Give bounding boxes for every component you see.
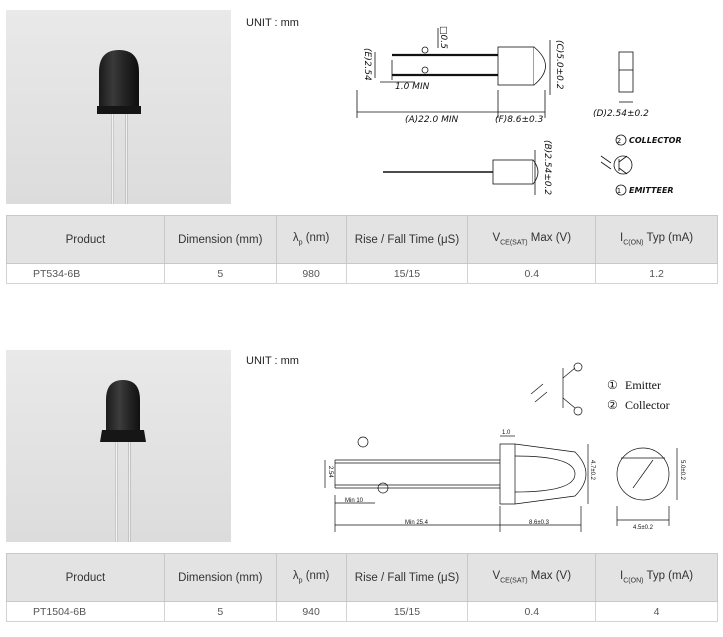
- pin-collector-label: COLLECTOR: [629, 136, 682, 145]
- col-ic: IC(ON) Typ (mA): [595, 553, 718, 602]
- cell-rise-fall: 15/15: [345, 601, 469, 622]
- table-header-row: Product Dimension (mm) λp (nm) Rise / Fa…: [6, 553, 718, 602]
- cell-wavelength: 980: [275, 263, 347, 284]
- col-wavelength: λp (nm): [275, 553, 347, 602]
- cell-dimension: 5: [163, 601, 277, 622]
- pin1-number: 1: [617, 187, 621, 195]
- unit-label: UNIT : mm: [246, 355, 299, 367]
- dim-min10: Min 10: [345, 498, 364, 504]
- cell-product: PT1504-6B: [6, 601, 165, 622]
- spec-table: Product Dimension (mm) λp (nm) Rise / Fa…: [6, 215, 718, 284]
- pin2-number: 2: [617, 137, 621, 145]
- dim-square: □0.5: [438, 26, 448, 49]
- col-product: Product: [6, 553, 165, 602]
- dim-8-6: 8.6±0.3: [529, 520, 550, 526]
- product-section-pt1504: UNIT : mm ① Emitter ② Collector: [0, 345, 723, 637]
- cell-product: PT534-6B: [6, 263, 165, 284]
- col-rise-fall: Rise / Fall Time (μS): [345, 215, 469, 264]
- dim-b: (B)2.54±0.2: [542, 140, 552, 195]
- pin-emitter-label: EMITTEER: [629, 186, 674, 195]
- cell-vce: 0.4: [467, 601, 597, 622]
- legend-num-2: ②: [607, 398, 618, 412]
- dim-circle: 5.0±0.2: [679, 460, 685, 481]
- spec-table: Product Dimension (mm) λp (nm) Rise / Fa…: [6, 553, 718, 622]
- dim-top: 1.0: [502, 430, 511, 436]
- dimension-drawing: (A)22.0 MIN (F)8.6±0.3 (E)2.54 1.0 MIN □…: [245, 20, 723, 210]
- product-photo: [6, 350, 231, 542]
- unit-label: UNIT : mm: [246, 17, 299, 29]
- col-dimension: Dimension (mm): [163, 215, 277, 264]
- col-vce: VCE(SAT) Max (V): [467, 215, 597, 264]
- product-section-pt534: UNIT : mm: [0, 0, 723, 300]
- col-product: Product: [6, 215, 165, 264]
- cell-dimension: 5: [163, 263, 277, 284]
- table-header-row: Product Dimension (mm) λp (nm) Rise / Fa…: [6, 215, 718, 264]
- dimension-drawing: ① Emitter ② Collector: [245, 360, 723, 545]
- dim-c: (C)5.0±0.2: [554, 40, 564, 90]
- product-photo: [6, 10, 231, 204]
- phototransistor-image: [100, 380, 146, 542]
- legend-collector: Collector: [625, 398, 670, 412]
- cell-ic: 4: [595, 601, 718, 622]
- legend-num-1: ①: [607, 378, 618, 392]
- cell-ic: 1.2: [595, 263, 718, 284]
- cell-vce: 0.4: [467, 263, 597, 284]
- phototransistor-image: [97, 50, 141, 204]
- col-wavelength: λp (nm): [275, 215, 347, 264]
- cell-rise-fall: 15/15: [345, 263, 469, 284]
- dim-e: (E)2.54: [362, 48, 372, 81]
- legend-emitter: Emitter: [625, 378, 661, 392]
- dim-4-5: 4.5±0.2: [633, 525, 654, 531]
- col-vce: VCE(SAT) Max (V): [467, 553, 597, 602]
- dim-body-height: 4.7±0.2: [589, 460, 595, 481]
- dim-f: (F)8.6±0.3: [495, 115, 544, 125]
- col-rise-fall: Rise / Fall Time (μS): [345, 553, 469, 602]
- dim-lead: 1.0 MIN: [395, 82, 430, 92]
- table-row: PT534-6B 5 980 15/15 0.4 1.2: [6, 263, 718, 284]
- col-dimension: Dimension (mm): [163, 553, 277, 602]
- dim-lead-pitch: 2.54: [327, 466, 333, 478]
- col-ic: IC(ON) Typ (mA): [595, 215, 718, 264]
- table-row: PT1504-6B 5 940 15/15 0.4 4: [6, 601, 718, 622]
- dim-d: (D)2.54±0.2: [593, 109, 649, 119]
- dim-min254: Min 25.4: [405, 520, 429, 526]
- dim-a: (A)22.0 MIN: [405, 115, 458, 125]
- cell-wavelength: 940: [275, 601, 347, 622]
